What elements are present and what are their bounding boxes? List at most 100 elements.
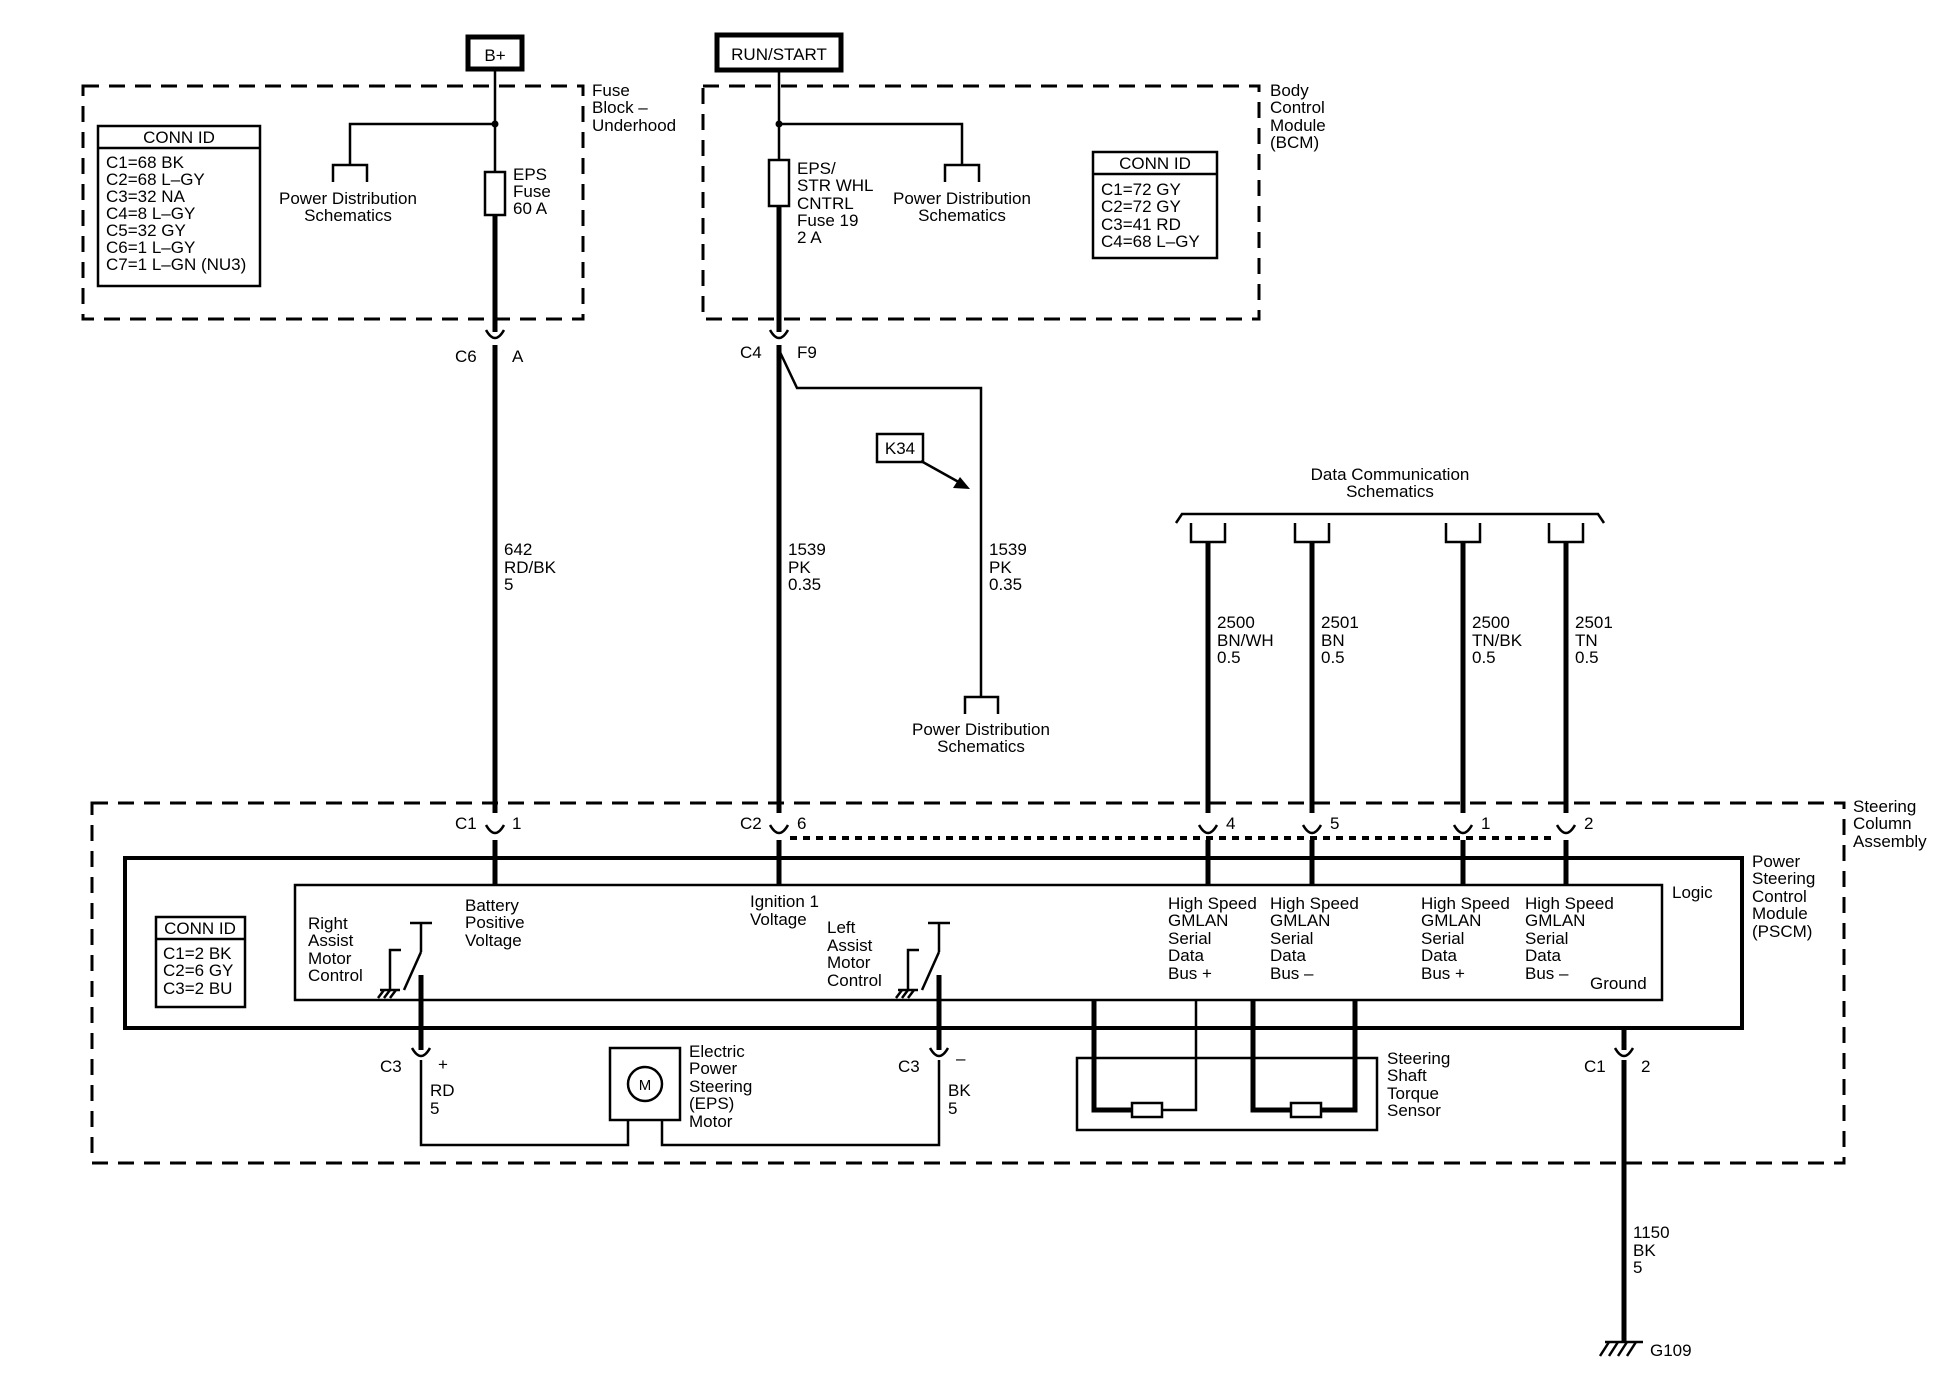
svg-text:EPS: EPS bbox=[513, 165, 547, 184]
svg-text:Serial: Serial bbox=[1525, 929, 1568, 948]
right-assist-ground-icon bbox=[377, 988, 400, 999]
svg-text:Sensor: Sensor bbox=[1387, 1101, 1441, 1120]
svg-text:Data: Data bbox=[1168, 946, 1204, 965]
power-dist-connector-symbol-1 bbox=[331, 163, 369, 182]
svg-text:Module: Module bbox=[1752, 904, 1808, 923]
svg-text:Data: Data bbox=[1421, 946, 1457, 965]
svg-text:Power Distribution: Power Distribution bbox=[912, 720, 1050, 739]
motor-wire-right bbox=[660, 1060, 941, 1147]
svg-text:Schematics: Schematics bbox=[937, 737, 1025, 756]
data-comm-label: Data Communication Schematics bbox=[1311, 465, 1470, 501]
svg-text:Power: Power bbox=[1752, 852, 1801, 871]
connector-pin-1: 1 bbox=[1452, 814, 1490, 835]
wire-2501-tn-label: 2501 TN 0.5 bbox=[1575, 613, 1613, 667]
svg-text:Data Communication: Data Communication bbox=[1311, 465, 1470, 484]
svg-text:Block –: Block – bbox=[592, 98, 648, 117]
svg-text:2501: 2501 bbox=[1321, 613, 1359, 632]
svg-text:0.5: 0.5 bbox=[1472, 648, 1496, 667]
svg-text:Ignition 1: Ignition 1 bbox=[750, 892, 819, 911]
power-dist-label-bottom: Power Distribution Schematics bbox=[912, 720, 1050, 756]
svg-text:C1=68 BK: C1=68 BK bbox=[106, 153, 185, 172]
svg-text:Schematics: Schematics bbox=[918, 206, 1006, 225]
power-dist-label-bcm: Power Distribution Schematics bbox=[893, 189, 1031, 225]
battery-positive-voltage-label: Battery Positive Voltage bbox=[465, 896, 525, 950]
svg-text:Control: Control bbox=[1270, 98, 1325, 117]
svg-text:High Speed: High Speed bbox=[1525, 894, 1614, 913]
svg-text:GMLAN: GMLAN bbox=[1421, 911, 1481, 930]
svg-text:Motor: Motor bbox=[689, 1112, 733, 1131]
svg-text:Motor: Motor bbox=[827, 953, 871, 972]
wire-2501-bn-label: 2501 BN 0.5 bbox=[1321, 613, 1359, 667]
wire-1150-label: 1150 BK 5 bbox=[1633, 1223, 1670, 1277]
left-assist-motor-control-label: Left Assist Motor Control bbox=[827, 918, 882, 990]
battery-source: B+ bbox=[465, 34, 525, 72]
svg-text:Left: Left bbox=[827, 918, 856, 937]
hs-gmlan-bus-minus-1-label: High Speed GMLAN Serial Data Bus – bbox=[1270, 894, 1359, 983]
ignition-voltage-label: Ignition 1 Voltage bbox=[750, 892, 819, 929]
svg-text:1539: 1539 bbox=[989, 540, 1027, 559]
svg-text:5: 5 bbox=[948, 1099, 957, 1118]
hs-gmlan-bus-minus-2-label: High Speed GMLAN Serial Data Bus – bbox=[1525, 894, 1614, 983]
svg-text:Assist: Assist bbox=[308, 931, 354, 950]
svg-text:Battery: Battery bbox=[465, 896, 519, 915]
svg-text:Torque: Torque bbox=[1387, 1084, 1439, 1103]
k34-arrow-icon bbox=[953, 477, 970, 489]
svg-text:CONN ID: CONN ID bbox=[143, 128, 215, 147]
svg-text:High Speed: High Speed bbox=[1421, 894, 1510, 913]
svg-text:TN: TN bbox=[1575, 631, 1598, 650]
svg-text:Bus +: Bus + bbox=[1421, 964, 1465, 983]
svg-text:F9: F9 bbox=[797, 343, 817, 362]
run-start-source: RUN/START bbox=[714, 32, 844, 73]
svg-text:BN/WH: BN/WH bbox=[1217, 631, 1274, 650]
svg-text:2: 2 bbox=[1584, 814, 1593, 833]
svg-text:Power Distribution: Power Distribution bbox=[279, 189, 417, 208]
svg-text:High Speed: High Speed bbox=[1168, 894, 1257, 913]
svg-text:Bus –: Bus – bbox=[1270, 964, 1314, 983]
svg-text:C4=8 L–GY: C4=8 L–GY bbox=[106, 204, 195, 223]
svg-text:Assist: Assist bbox=[827, 936, 873, 955]
bcm-title: Body Control Module (BCM) bbox=[1270, 81, 1326, 152]
connector-c1-ground: C1 2 bbox=[1584, 1047, 1650, 1076]
svg-text:0.35: 0.35 bbox=[788, 575, 821, 594]
svg-text:C7=1 L–GN (NU3): C7=1 L–GN (NU3) bbox=[106, 255, 246, 274]
eps-fuse: EPS Fuse 60 A bbox=[483, 165, 551, 218]
ground-icon bbox=[1598, 1340, 1643, 1357]
data-comm-bracket bbox=[1174, 512, 1606, 524]
connector-c3-right: C3 – bbox=[898, 1047, 966, 1076]
svg-text:High Speed: High Speed bbox=[1270, 894, 1359, 913]
svg-text:2500: 2500 bbox=[1217, 613, 1255, 632]
svg-text:Fuse 19: Fuse 19 bbox=[797, 211, 858, 230]
wire-2500-tnbk-label: 2500 TN/BK 0.5 bbox=[1472, 613, 1523, 667]
svg-text:Bus –: Bus – bbox=[1525, 964, 1569, 983]
svg-text:Power: Power bbox=[689, 1059, 738, 1078]
eps-motor-label: Electric Power Steering (EPS) Motor bbox=[689, 1042, 752, 1131]
svg-text:GMLAN: GMLAN bbox=[1168, 911, 1228, 930]
wire-1539-branch-label: 1539 PK 0.35 bbox=[989, 540, 1027, 594]
svg-text:Voltage: Voltage bbox=[750, 910, 807, 929]
svg-text:Control: Control bbox=[1752, 887, 1807, 906]
svg-text:Module: Module bbox=[1270, 116, 1326, 135]
svg-text:BK: BK bbox=[1633, 1241, 1656, 1260]
svg-text:Data: Data bbox=[1525, 946, 1561, 965]
svg-text:Control: Control bbox=[827, 971, 882, 990]
svg-text:Column: Column bbox=[1853, 814, 1912, 833]
svg-text:C5=32 GY: C5=32 GY bbox=[106, 221, 186, 240]
svg-text:(BCM): (BCM) bbox=[1270, 133, 1319, 152]
hs-gmlan-bus-plus-2-label: High Speed GMLAN Serial Data Bus + bbox=[1421, 894, 1510, 983]
svg-text:1150: 1150 bbox=[1633, 1223, 1670, 1242]
steering-shaft-torque-sensor bbox=[1075, 1000, 1379, 1132]
svg-text:1: 1 bbox=[1481, 814, 1490, 833]
svg-text:1: 1 bbox=[512, 814, 521, 833]
svg-text:Serial: Serial bbox=[1421, 929, 1464, 948]
connector-c6: C6 A bbox=[455, 329, 524, 366]
svg-text:Fuse: Fuse bbox=[592, 81, 630, 100]
svg-text:GMLAN: GMLAN bbox=[1270, 911, 1330, 930]
connector-pin-5: 5 bbox=[1301, 814, 1339, 835]
svg-text:Motor: Motor bbox=[308, 949, 352, 968]
svg-text:5: 5 bbox=[504, 575, 513, 594]
svg-text:Body: Body bbox=[1270, 81, 1309, 100]
svg-text:RD/BK: RD/BK bbox=[504, 558, 557, 577]
svg-text:1539: 1539 bbox=[788, 540, 826, 559]
svg-text:642: 642 bbox=[504, 540, 532, 559]
